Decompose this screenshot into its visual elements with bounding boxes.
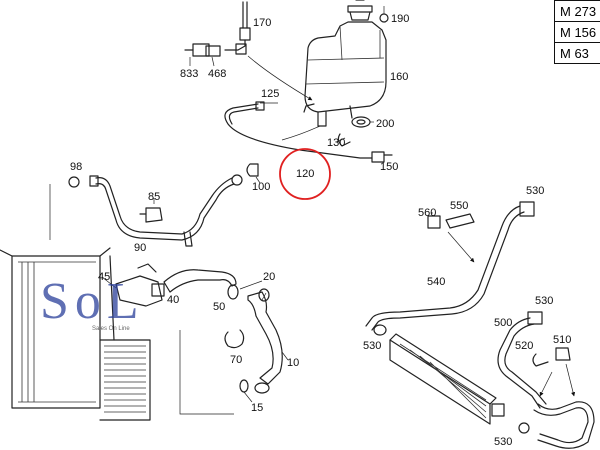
- callout-530-left: 530: [363, 340, 381, 352]
- callout-200: 200: [376, 118, 394, 130]
- expansion-tank-drawing: [303, 21, 387, 127]
- callout-85: 85: [148, 191, 160, 203]
- callout-530-top: 530: [526, 185, 544, 197]
- hose-530d-drawing: [518, 401, 595, 449]
- hose-10-drawing: [247, 288, 289, 394]
- callout-15: 15: [251, 402, 263, 414]
- callout-98: 98: [70, 161, 82, 173]
- ring-200-drawing: [351, 116, 374, 128]
- callout-833: 833: [180, 68, 198, 80]
- callout-100: 100: [252, 181, 270, 193]
- clip-100-drawing: [246, 163, 261, 184]
- callout-10: 10: [287, 357, 299, 369]
- sensor-170-drawing: [224, 1, 251, 55]
- callout-125: 125: [261, 88, 279, 100]
- clip-560-550-drawing: [427, 212, 475, 229]
- cap-190-drawing: [347, 0, 389, 23]
- callout-120: 120: [296, 168, 314, 180]
- engine-code-table: M 273 M 156 M 63: [554, 0, 600, 64]
- hose-540-drawing: [365, 201, 535, 331]
- clamp-20-drawing: [227, 280, 263, 300]
- clip-833-468-drawing: [184, 43, 221, 67]
- callout-160: 160: [390, 71, 408, 83]
- callout-550: 550: [450, 200, 468, 212]
- hose-90-drawing: [68, 174, 243, 247]
- callout-45: 45: [98, 271, 110, 283]
- callout-510: 510: [553, 334, 571, 346]
- hose-500-drawing: [497, 311, 547, 409]
- callout-530-mid: 530: [535, 295, 553, 307]
- callout-540: 540: [427, 276, 445, 288]
- watermark-logo: SoL Sales On Line: [40, 273, 145, 332]
- watermark-tagline: Sales On Line: [92, 326, 130, 332]
- callout-500: 500: [494, 317, 512, 329]
- callout-labels: 170 190 833 468 160 125 200 130 150 120 …: [70, 13, 571, 448]
- hose-50-drawing: [163, 269, 237, 293]
- callout-20: 20: [263, 271, 275, 283]
- engine-code-cell: M 156: [554, 21, 600, 43]
- engine-code-cell: M 273: [554, 0, 600, 22]
- callout-468: 468: [208, 68, 226, 80]
- watermark-logo-text: SoL: [40, 273, 145, 330]
- callout-50: 50: [213, 301, 225, 313]
- callout-190: 190: [391, 13, 409, 25]
- callout-40: 40: [167, 294, 179, 306]
- callout-130: 130: [327, 137, 345, 149]
- callout-90: 90: [134, 242, 146, 254]
- clip-130-drawing: [336, 133, 351, 147]
- clamp-15-drawing: [239, 379, 253, 403]
- thermostat-housing-drawing: [101, 263, 165, 307]
- highlight-circle: [279, 148, 331, 200]
- intercooler-drawing: [373, 324, 505, 425]
- vent-hose-120-drawing: [224, 101, 393, 163]
- engine-code-cell: M 63: [554, 42, 600, 64]
- clamp-70-drawing: [224, 329, 245, 349]
- callout-170: 170: [253, 17, 271, 29]
- callout-560: 560: [418, 207, 436, 219]
- clip-520-510-drawing: [532, 347, 571, 367]
- callout-70: 70: [230, 354, 242, 366]
- clip-85-drawing: [139, 198, 163, 223]
- callout-150: 150: [380, 161, 398, 173]
- callout-520: 520: [515, 340, 533, 352]
- radiator-drawing: [0, 247, 151, 421]
- callout-530-bottom: 530: [494, 436, 512, 448]
